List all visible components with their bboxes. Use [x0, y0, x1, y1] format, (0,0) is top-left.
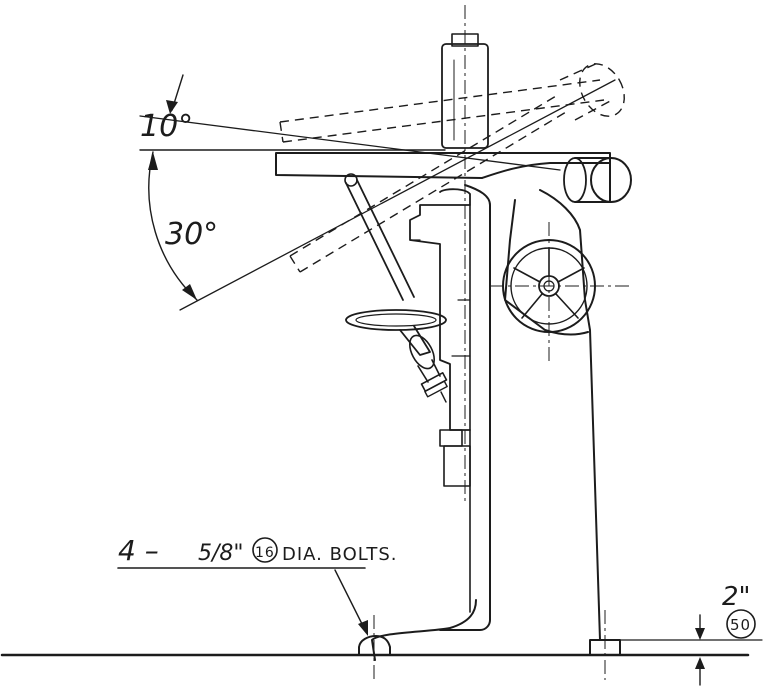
- height-metric-label: 50: [730, 616, 751, 634]
- bolt-leader: [334, 569, 367, 633]
- angle-30-line: [179, 79, 616, 311]
- bolt-right: [589, 610, 621, 680]
- table-motor: [563, 157, 632, 203]
- bolt-metric-label: 16: [255, 545, 275, 561]
- angle-30-arrow-bottom: [182, 284, 197, 300]
- tilted-table-30-dashed: [289, 95, 567, 273]
- bolt-text-label: DIA. BOLTS.: [282, 544, 398, 565]
- right-pedestal: [504, 189, 601, 641]
- height-dimension: [619, 614, 763, 686]
- bolt-size-label: 5/8": [198, 541, 244, 566]
- bolt-callout: 4 – 5/8" 16 DIA. BOLTS.: [118, 534, 398, 567]
- tilt-rod-assembly: [344, 173, 448, 403]
- work-table: [275, 152, 611, 179]
- bolt-metric-circle: [252, 537, 278, 563]
- angle-10-line: [139, 115, 561, 171]
- height-inch-label: 2": [722, 582, 751, 612]
- bolt-left: [358, 615, 391, 680]
- bolt-qty-label: 4 –: [118, 534, 159, 567]
- slide-block: [409, 188, 471, 487]
- angle-30-label: 30°: [165, 217, 218, 252]
- main-column: [371, 184, 491, 661]
- angle-30-arc: [148, 151, 198, 301]
- height-metric-circle: [726, 609, 756, 639]
- angle-10-label: 10°: [140, 109, 193, 144]
- handwheel-right: [490, 222, 630, 362]
- angle-10-leader-arrow: [166, 100, 178, 114]
- tilted-table-10-dashed: [279, 79, 605, 143]
- spindle-motor: [441, 33, 489, 149]
- bolt-leader-arrow: [358, 620, 368, 636]
- angle-30-arrow-top: [148, 152, 158, 170]
- tilted-motor-dashed: [559, 61, 625, 121]
